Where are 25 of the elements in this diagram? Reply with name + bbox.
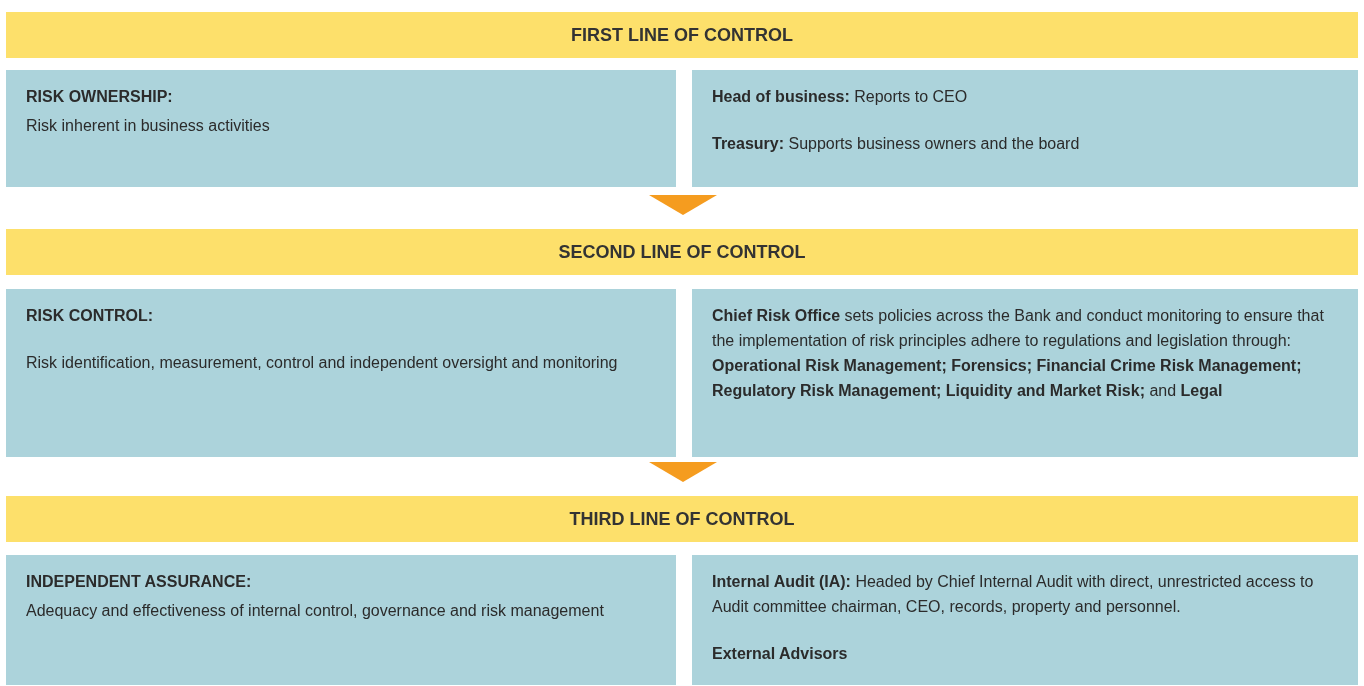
info-panel	[6, 555, 676, 685]
chevron-arrow	[649, 195, 717, 215]
info-panel	[6, 289, 676, 457]
panel-text: Risk identification, measurement, control and independent oversight and monitoring	[26, 353, 619, 373]
chevron-arrow	[649, 462, 717, 482]
title-band	[6, 496, 1358, 542]
panel-text: Internal Audit (IA): Headed by Chief Internal Audit with direct, unrestricted access to Audit committee chairman, CEO, records, property and personnel.	[712, 572, 1315, 617]
panel-heading: RISK CONTROL:	[26, 306, 155, 326]
band-title: FIRST LINE OF CONTROL	[571, 24, 793, 46]
band-title: SECOND LINE OF CONTROL	[558, 241, 806, 263]
panel-text: Adequacy and effectiveness of internal control, governance and risk management	[26, 601, 605, 621]
info-panel	[6, 70, 676, 187]
panel-text: Risk inherent in business activities	[26, 116, 271, 136]
title-band	[6, 229, 1358, 275]
panel-heading: INDEPENDENT ASSURANCE:	[26, 572, 253, 592]
info-panel	[692, 289, 1358, 457]
panel-text: Treasury: Supports business owners and the board	[712, 134, 1081, 154]
info-panel	[692, 555, 1358, 685]
panel-text: Chief Risk Office sets policies across the Bank and conduct monitoring to ensure that the implementation of risk principles adhere to regulations and legislation through: Operational Risk Management; Forensics; Financial Crime Risk Management; Regulatory Risk Management; Liquidity and Market Risk; and Legal	[712, 306, 1325, 401]
title-band	[6, 12, 1358, 58]
info-panel	[692, 70, 1358, 187]
band-title: THIRD LINE OF CONTROL	[569, 508, 795, 530]
panel-heading: RISK OWNERSHIP:	[26, 87, 174, 107]
panel-text: External Advisors	[712, 644, 849, 664]
panel-text: Head of business: Reports to CEO	[712, 87, 969, 107]
